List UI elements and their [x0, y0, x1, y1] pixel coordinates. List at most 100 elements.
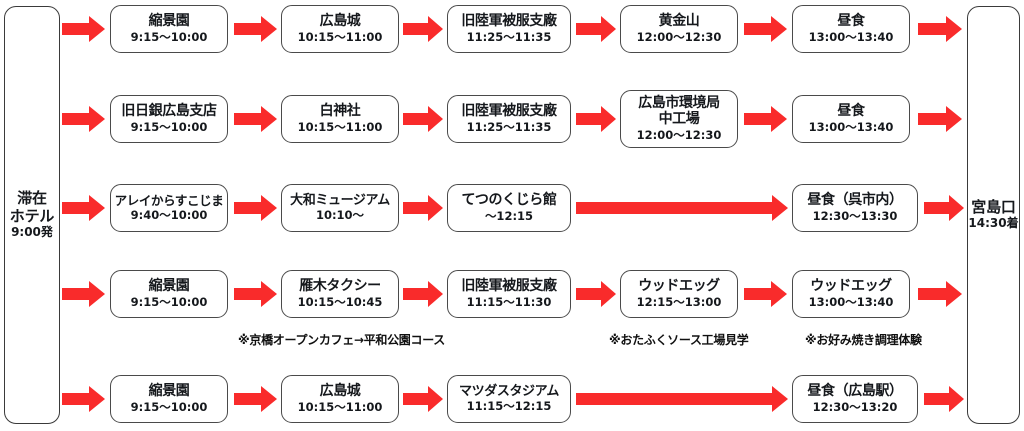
arrow-right-icon — [62, 386, 105, 412]
stop-time: ～12:15 — [484, 208, 534, 223]
stop-time: 11:25～11:35 — [466, 29, 552, 44]
route-3-stop-4: 昼食（呉市内） 12:30～13:30 — [792, 184, 918, 232]
origin-name-line1: 滞在 — [17, 189, 47, 208]
stop-time: 11:15～12:15 — [466, 399, 552, 414]
route-4-stop-4: ウッドエッグ 12:15～13:00 — [620, 270, 738, 318]
destination-name: 宮島口 — [971, 197, 1016, 216]
stop-time: 12:30～13:20 — [812, 399, 898, 414]
arrow-right-icon — [62, 195, 105, 221]
stop-time: 10:15～11:00 — [297, 399, 383, 414]
route-4-stop-2: 雁木タクシー 10:15～10:45 — [281, 270, 399, 318]
route-5-stop-4: 昼食（広島駅） 12:30～13:20 — [792, 375, 918, 423]
arrow-right-icon — [576, 281, 616, 307]
route-1-stop-4: 黄金山 12:00～12:30 — [620, 5, 738, 53]
route-5-stop-3: マツダスタジアム 11:15～12:15 — [447, 375, 571, 423]
stop-time: 9:15～10:00 — [130, 294, 208, 309]
destination-box: 宮島口 14:30着 — [967, 6, 1020, 424]
arrow-right-icon — [62, 106, 105, 132]
arrow-right-icon — [62, 281, 105, 307]
stop-time: 12:30～13:30 — [812, 208, 898, 223]
route-3-stop-3: てつのくじら館 ～12:15 — [447, 184, 571, 232]
arrow-right-icon — [918, 106, 962, 132]
arrow-right-icon — [403, 106, 443, 132]
stop-time: 12:00～12:30 — [636, 29, 722, 44]
origin-departure-time: 9:00発 — [11, 224, 53, 239]
origin-name-line2: ホテル — [9, 206, 55, 225]
route-4-note-3: ※お好み焼き調理体験 — [805, 333, 922, 347]
stop-time: 10:15～10:45 — [297, 294, 383, 309]
route-1-stop-5: 昼食 13:00～13:40 — [792, 5, 910, 53]
stop-name: ウッドエッグ — [638, 278, 720, 295]
stop-name: 縮景園 — [148, 13, 190, 30]
arrow-right-icon — [234, 281, 277, 307]
route-1-stop-3: 旧陸軍被服支廠 11:25～11:35 — [447, 5, 571, 53]
route-2-stop-3: 旧陸軍被服支廠 11:25～11:35 — [447, 95, 571, 143]
stop-name: 昼食（呉市内） — [807, 192, 903, 209]
stop-name: アレイからすこじま — [114, 193, 224, 209]
route-5-stop-1: 縮景園 9:15～10:00 — [110, 375, 228, 423]
arrow-right-icon — [576, 16, 616, 42]
stop-time: 12:15～13:00 — [636, 294, 722, 309]
route-1-stop-1: 縮景園 9:15～10:00 — [110, 5, 228, 53]
stop-name: 雁木タクシー — [299, 278, 381, 295]
stop-time: 9:15～10:00 — [130, 399, 208, 414]
stop-time: 9:15～10:00 — [130, 119, 208, 134]
stop-time: 12:00～12:30 — [636, 127, 722, 142]
stop-time: 13:00～13:40 — [808, 29, 894, 44]
stop-name: マツダスタジアム — [459, 383, 559, 399]
stop-name: 旧陸軍被服支廠 — [461, 278, 557, 295]
stop-name: 旧日銀広島支店 — [121, 103, 217, 120]
arrow-right-long-icon — [576, 386, 788, 412]
destination-arrival-time: 14:30着 — [968, 216, 1019, 231]
arrow-right-icon — [918, 16, 962, 42]
arrow-right-icon — [234, 106, 277, 132]
stop-name: 縮景園 — [148, 383, 190, 400]
stop-name: 広島城 — [319, 383, 361, 400]
route-2-stop-2: 白神社 10:15～11:00 — [281, 95, 399, 143]
arrow-right-icon — [234, 386, 277, 412]
route-4-note-1: ※京橋オープンカフェ→平和公園コース — [238, 333, 446, 347]
stop-name: 縮景園 — [148, 278, 190, 295]
stop-name: 昼食 — [837, 103, 865, 120]
stop-time: 10:10～ — [315, 208, 365, 223]
stop-time: 10:15～11:00 — [297, 29, 383, 44]
route-4-stop-5: ウッドエッグ 13:00～13:40 — [792, 270, 910, 318]
route-1-stop-2: 広島城 10:15～11:00 — [281, 5, 399, 53]
arrow-right-icon — [924, 386, 964, 412]
arrow-right-icon — [403, 195, 443, 221]
route-4-stop-1: 縮景園 9:15～10:00 — [110, 270, 228, 318]
arrow-right-icon — [403, 16, 443, 42]
stop-name: ウッドエッグ — [810, 278, 892, 295]
stop-time: 9:40～10:00 — [130, 208, 208, 223]
route-3-stop-1: アレイからすこじま 9:40～10:00 — [110, 184, 228, 232]
stop-name: 大和ミュージアム — [290, 192, 390, 208]
stop-name: 旧陸軍被服支廠 — [461, 103, 557, 120]
arrow-right-icon — [744, 281, 787, 307]
origin-hotel-box: 滞在 ホテル 9:00発 — [4, 6, 60, 424]
arrow-right-icon — [918, 281, 962, 307]
arrow-right-icon — [62, 16, 105, 42]
route-2-stop-5: 昼食 13:00～13:40 — [792, 95, 910, 143]
route-4-stop-3: 旧陸軍被服支廠 11:15～11:30 — [447, 270, 571, 318]
arrow-right-icon — [576, 106, 616, 132]
stop-name: 広島城 — [319, 13, 361, 30]
stop-time: 11:15～11:30 — [466, 294, 552, 309]
stop-name: てつのくじら館 — [461, 192, 557, 209]
stop-time: 9:15～10:00 — [130, 29, 208, 44]
stop-time: 13:00～13:40 — [808, 119, 894, 134]
route-5-stop-2: 広島城 10:15～11:00 — [281, 375, 399, 423]
stop-name: 昼食 — [837, 13, 865, 30]
route-2-stop-4: 広島市環境局中工場 12:00～12:30 — [620, 90, 738, 148]
route-4-note-2: ※おたふくソース工場見学 — [609, 333, 749, 347]
arrow-right-icon — [234, 195, 277, 221]
stop-name: 広島市環境局中工場 — [638, 95, 720, 128]
stop-name: 白神社 — [319, 103, 361, 120]
arrow-right-icon — [744, 16, 787, 42]
stop-time: 10:15～11:00 — [297, 119, 383, 134]
route-2-stop-1: 旧日銀広島支店 9:15～10:00 — [110, 95, 228, 143]
route-3-stop-2: 大和ミュージアム 10:10～ — [281, 184, 399, 232]
stop-name: 旧陸軍被服支廠 — [461, 13, 557, 30]
arrow-right-icon — [234, 16, 277, 42]
stop-time: 13:00～13:40 — [808, 294, 894, 309]
